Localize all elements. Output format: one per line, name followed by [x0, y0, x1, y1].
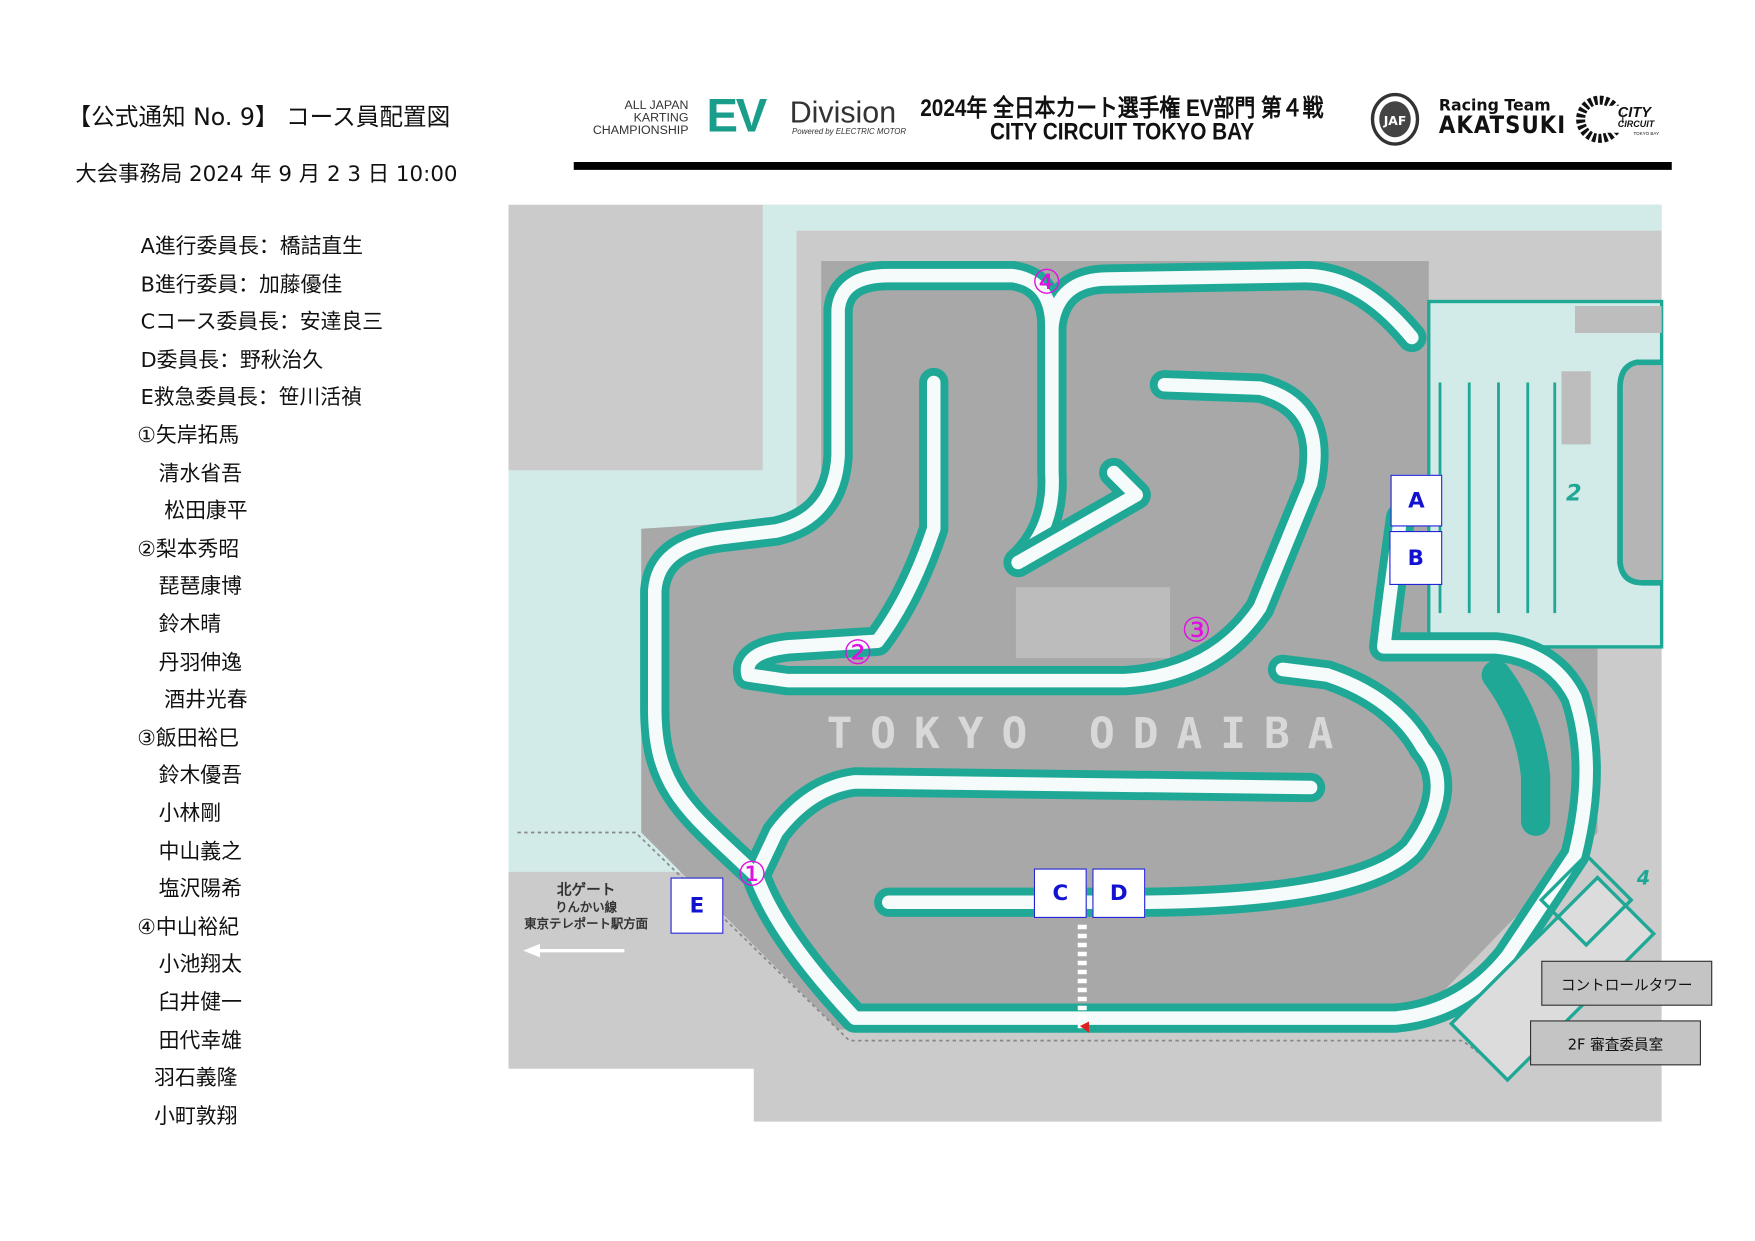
staff-item: 酒井光春: [164, 688, 248, 713]
marker-c: C: [1033, 868, 1087, 918]
team-logo-line2: AKATSUKI: [1438, 111, 1567, 139]
ev-logo-line1: ALL JAPAN: [624, 99, 689, 113]
post-3-label: ③: [1181, 610, 1212, 651]
ev-logo-line3: CHAMPIONSHIP: [592, 123, 689, 138]
gate-line3: 東京テレポート駅方面: [524, 916, 648, 932]
staff-item: 小町敦翔: [154, 1104, 238, 1129]
marker-e: E: [670, 877, 724, 934]
post-4-label: ④: [1031, 263, 1062, 303]
svg-text:TOKYO BAY: TOKYO BAY: [1634, 131, 1660, 136]
header-divider: [573, 162, 1672, 170]
city-circuit-logo: CITY CIRCUIT TOKYO BAY: [1575, 92, 1665, 146]
staff-item: 小林剛: [158, 802, 222, 826]
svg-text:CIRCUIT: CIRCUIT: [1618, 119, 1656, 129]
control-tower-label: コントロールタワー: [1541, 960, 1713, 1006]
svg-text:CITY: CITY: [1618, 105, 1653, 121]
staff-item: D委員長：野秋治久: [140, 348, 324, 373]
gate-line1: 北ゲート: [556, 882, 616, 899]
staff-item: ③飯田裕巳: [137, 726, 240, 751]
staff-item: 小池翔太: [158, 953, 242, 977]
track: [640, 261, 1601, 1033]
team-logo-line1: Racing Team: [1438, 96, 1551, 115]
staff-item: ②梨本秀昭: [137, 537, 240, 562]
ev-logo-mark: EV: [706, 88, 768, 142]
staff-item: 松田康平: [164, 499, 248, 524]
staff-item: Cコース委員長：安達良三: [140, 310, 384, 335]
north-gate-label: 北ゲート りんかい線 東京テレポート駅方面: [520, 882, 653, 933]
infield-building: [1015, 587, 1170, 659]
pit-number: 2: [1566, 481, 1582, 507]
staff-item: 清水省吾: [158, 461, 242, 486]
marker-b: B: [1389, 531, 1443, 585]
notice-date: 大会事務局 2024 年 9 月 2 3 日 10:00: [75, 162, 458, 187]
staff-item: 琵琶康博: [158, 575, 242, 599]
ev-logo-powered: Powered by ELECTRIC MOTOR: [792, 128, 907, 137]
ev-logo-text: ALL JAPAN KARTING CHAMPIONSHIP: [593, 100, 689, 137]
staff-item: 中山義之: [158, 839, 242, 864]
ev-logo-line2: KARTING: [633, 111, 689, 125]
staff-item: 丹羽伸逸: [158, 650, 242, 675]
jaf-logo: JAF: [1370, 92, 1420, 146]
marker-a: A: [1390, 474, 1443, 527]
stewards-room-label: 2F 審査委員室: [1530, 1020, 1701, 1066]
staff-item: 鈴木晴: [158, 613, 222, 637]
track-name-label: TOKYO ODAIBA: [827, 709, 1352, 759]
staff-item: 鈴木優吾: [158, 764, 242, 788]
gate-line2: りんかい線: [555, 900, 618, 915]
staff-item: 塩沢陽希: [158, 877, 242, 902]
staff-item: E救急委員長：笹川活禎: [140, 386, 362, 410]
staff-item: ①矢岸拓馬: [137, 424, 240, 448]
staff-item: A進行委員長：橋詰直生: [140, 235, 364, 259]
post-2-label: ②: [842, 633, 873, 673]
corner-number: 4: [1636, 866, 1650, 889]
event-title-line1: 2024年 全日本カート選手権 EV部門 第４戦: [920, 95, 1324, 122]
svg-text:JAF: JAF: [1383, 114, 1407, 128]
marker-d: D: [1092, 868, 1146, 918]
staff-item: B進行委員：加藤優佳: [140, 272, 343, 297]
staff-item: 羽石義隆: [154, 1066, 238, 1091]
ev-logo-division: Division: [789, 95, 897, 130]
event-title-line2: CITY CIRCUIT TOKYO BAY: [990, 119, 1255, 146]
staff-item: 田代幸雄: [158, 1028, 242, 1053]
post-1-label: ①: [736, 855, 768, 895]
staff-item: 臼井健一: [158, 991, 242, 1015]
notice-title: 【公式通知 No. 9】 コース員配置図: [67, 103, 451, 131]
staff-item: ④中山裕紀: [137, 915, 240, 940]
